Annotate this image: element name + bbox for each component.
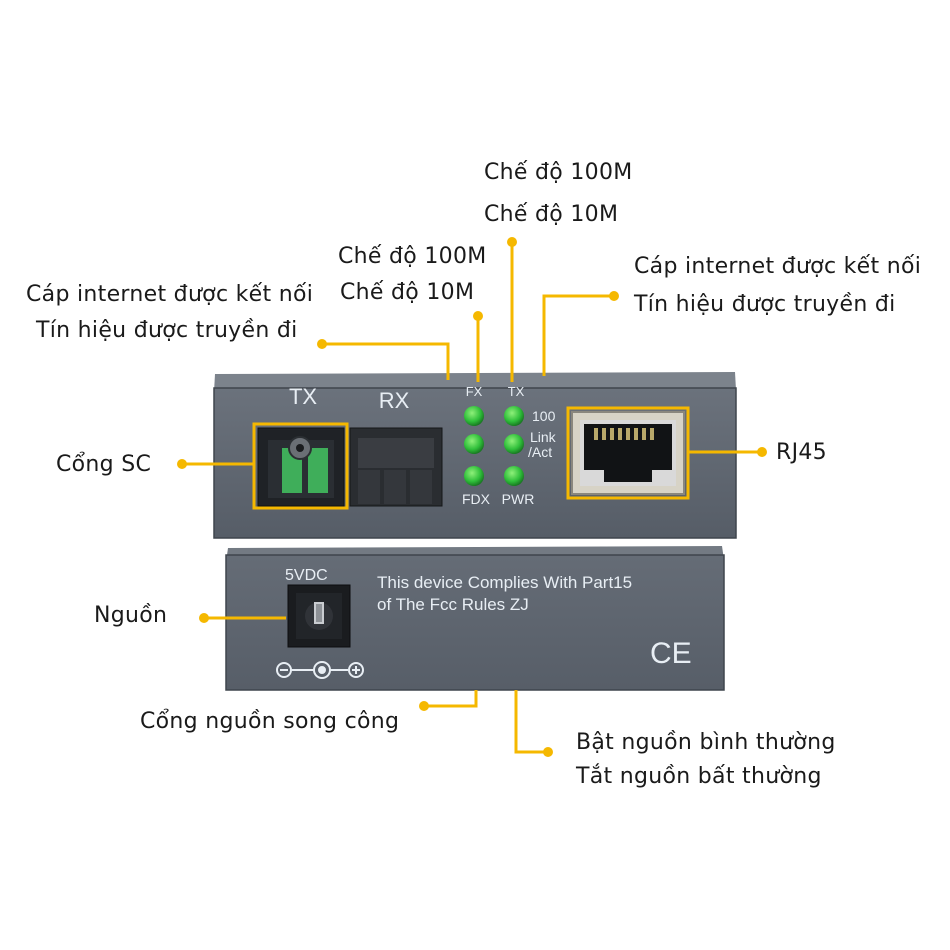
led-act-label: /Act — [528, 444, 552, 460]
duplex-power-port-label: Cổng nguồn song công — [140, 709, 400, 734]
polarity-symbol-icon — [276, 661, 364, 679]
led-link-act — [504, 434, 524, 454]
power-label: Nguồn — [94, 603, 168, 628]
sc-port-tx[interactable] — [257, 427, 345, 507]
rj45-label: RJ45 — [776, 440, 827, 465]
led-fx — [464, 406, 484, 426]
power-voltage-label: 5VDC — [285, 567, 328, 584]
right-signal-label: Tín hiệu được truyền đi — [634, 292, 896, 317]
led-tx-label: TX — [508, 384, 525, 399]
left-signal-label: Tín hiệu được truyền đi — [36, 318, 298, 343]
power-jack[interactable] — [287, 584, 351, 648]
device-tx-label: TX — [289, 384, 317, 409]
led-mid-left — [464, 434, 484, 454]
led-100-label: 100 — [532, 408, 556, 424]
led-link-label: Link — [530, 429, 557, 445]
left-cable-connected-label: Cáp internet được kết nối — [26, 282, 314, 307]
ce-mark: CE — [650, 637, 692, 670]
sc-port-label: Cổng SC — [56, 452, 152, 477]
led-group — [464, 406, 524, 486]
led-fdx — [464, 466, 484, 486]
rj45-port[interactable] — [571, 411, 685, 495]
led-fdx-label: FDX — [462, 491, 491, 507]
led-fx-label: FX — [466, 384, 483, 399]
sc-port-rx[interactable] — [349, 427, 443, 507]
mode-mid-100m-label: Chế độ 100M — [338, 244, 487, 269]
compliance-text-line1: This device Complies With Part15 — [377, 573, 632, 592]
led-pwr — [504, 466, 524, 486]
mode-mid-10m-label: Chế độ 10M — [340, 280, 475, 305]
right-cable-connected-label: Cáp internet được kết nối — [634, 254, 922, 279]
compliance-text-line2: of The Fcc Rules ZJ — [377, 595, 529, 614]
power-normal-label: Bật nguồn bình thường — [576, 730, 836, 755]
mode-top-10m-label: Chế độ 10M — [484, 202, 619, 227]
bottom-unit — [225, 546, 725, 691]
led-pwr-label: PWR — [502, 491, 535, 507]
led-tx — [504, 406, 524, 426]
power-abnormal-label: Tắt nguồn bất thường — [576, 764, 822, 789]
device-rx-label: RX — [379, 388, 410, 413]
mode-top-100m-label: Chế độ 100M — [484, 160, 633, 185]
